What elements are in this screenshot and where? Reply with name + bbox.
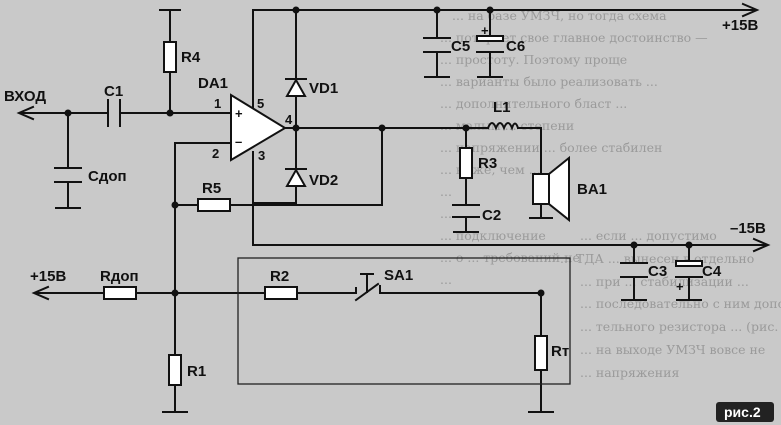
bg-line: ... на выходе УМЗЧ вовсе не <box>580 342 765 357</box>
bg-line: ... <box>440 184 452 199</box>
bg-line: ... потеряет свое главное достоинство — <box>440 30 708 45</box>
capacitor-c6 <box>476 35 504 53</box>
bg-line: ... <box>440 206 452 221</box>
bg-line: ... простоту. Поэтому проще <box>440 52 627 67</box>
rdop-label: Rдоп <box>100 268 139 285</box>
da1-label: DA1 <box>198 75 228 92</box>
sa1-label: SA1 <box>384 267 413 284</box>
pin3-label: 3 <box>258 148 265 163</box>
bg-line: ... если ... допустимо <box>580 228 717 243</box>
pin5-label: 5 <box>257 96 264 111</box>
c1-label: C1 <box>104 83 123 100</box>
plus15-right-label: +15В <box>722 17 758 34</box>
input-label: ВХОД <box>4 88 46 105</box>
figure-label: рис.2 <box>724 404 761 420</box>
figure-badge: рис.2 <box>716 402 774 422</box>
c5-label: C5 <box>451 38 470 55</box>
bg-line: ... варианты было реализовать ... <box>440 74 658 89</box>
pin4-label: 4 <box>285 112 293 127</box>
capacitor-c3 <box>620 262 648 278</box>
wires <box>16 2 771 413</box>
c6-plus-sign: + <box>481 23 489 38</box>
vd1-label: VD1 <box>309 80 338 97</box>
plus15-left-label: +15В <box>30 268 66 285</box>
cdop-label: Сдоп <box>88 168 127 185</box>
bg-line: ... напряжения <box>580 365 679 380</box>
capacitor-c5 <box>423 37 451 53</box>
resistor-rdop <box>103 286 137 300</box>
capacitor-cdop <box>54 167 82 183</box>
inductor-l1 <box>486 122 520 131</box>
minus15-label: –15В <box>730 220 766 237</box>
resistor-r4 <box>163 41 177 73</box>
bg-line: ... тельного резистора ... (рис. 2) <box>580 319 781 334</box>
pin2-label: 2 <box>212 146 219 161</box>
r3-label: R3 <box>478 155 497 172</box>
bg-line: ... подключение <box>440 228 546 243</box>
r4-label: R4 <box>181 49 201 66</box>
resistor-r1 <box>168 354 182 386</box>
module-enclosure <box>237 257 571 385</box>
rt-label: Rт <box>551 343 569 360</box>
c6-label: C6 <box>506 38 525 55</box>
capacitor-c2 <box>452 204 480 218</box>
c2-label: C2 <box>482 207 501 224</box>
switch-sa1 <box>354 273 381 302</box>
vd2-label: VD2 <box>309 172 338 189</box>
bg-line: ... последовательно с ним дополни- <box>580 296 781 311</box>
bg-line: ... напряжении ... более стабилен <box>440 140 662 155</box>
bg-line: ... <box>440 272 452 287</box>
r1-label: R1 <box>187 363 206 380</box>
bg-line: ... ТДА ... вынесен в отдельно <box>560 251 754 266</box>
resistor-r3 <box>459 147 473 179</box>
capacitor-c4 <box>675 260 703 278</box>
resistor-r2 <box>264 286 298 300</box>
opamp-minus-sign: – <box>235 134 242 149</box>
bg-line: ... малым ... степени <box>440 118 574 133</box>
opamp-plus-sign: + <box>235 106 243 121</box>
bg-line: ... на базе УМЗЧ, но тогда схема <box>452 8 667 23</box>
pin1-label: 1 <box>214 96 221 111</box>
junctions <box>64 6 693 297</box>
ba1-label: BA1 <box>577 181 607 198</box>
bg-line: ... дополнительного бласт ... <box>440 96 627 111</box>
resistor-rt <box>534 335 548 371</box>
c4-label: C4 <box>702 263 722 280</box>
c4-plus-sign: + <box>676 279 684 294</box>
resistor-r5 <box>197 198 231 212</box>
diode-vd2 <box>285 167 307 187</box>
r5-label: R5 <box>202 180 221 197</box>
opamp-da1 <box>230 93 287 162</box>
background-text: ... на базе УМЗЧ, но тогда схема ... пот… <box>440 8 781 380</box>
r2-label: R2 <box>270 268 289 285</box>
c3-label: C3 <box>648 263 667 280</box>
l1-label: L1 <box>493 99 511 116</box>
capacitor-c1 <box>99 99 129 127</box>
diode-vd1 <box>285 77 307 97</box>
speaker-ba1 <box>532 155 570 223</box>
